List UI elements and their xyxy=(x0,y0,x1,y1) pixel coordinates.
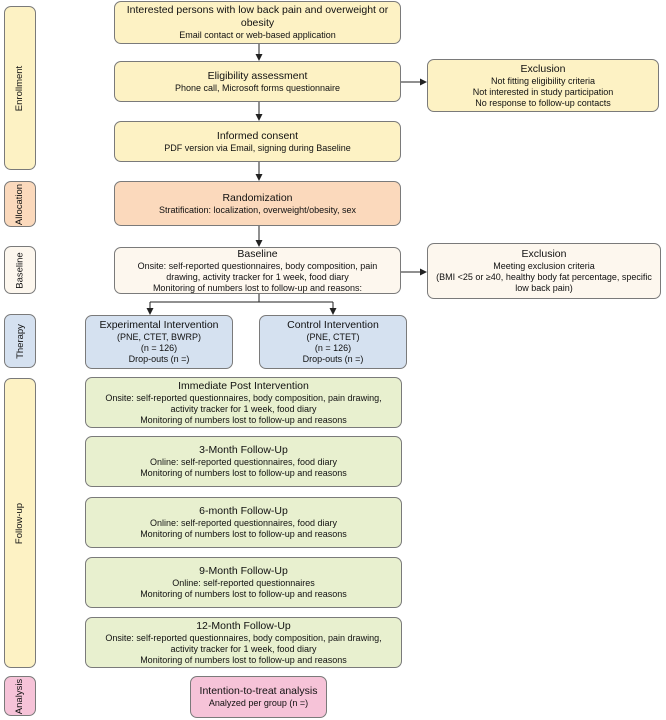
exclusion2-line1: Meeting exclusion criteria xyxy=(493,261,595,271)
control-title: Control Intervention xyxy=(287,319,379,331)
post-title: Immediate Post Intervention xyxy=(178,379,309,392)
experimental-title: Experimental Intervention xyxy=(99,319,219,331)
randomization-line1: Stratification: localization, overweight… xyxy=(159,204,356,215)
post-intervention-box: Immediate Post Intervention Onsite: self… xyxy=(85,377,402,428)
m3-line2: Monitoring of numbers lost to follow-up … xyxy=(140,468,347,478)
analysis-title: Intention-to-treat analysis xyxy=(199,685,318,697)
m12-title: 12-Month Follow-Up xyxy=(196,619,291,632)
exclusion1-box: Exclusion Not fitting eligibility criter… xyxy=(427,59,659,112)
experimental-box: Experimental Intervention (PNE, CTET, BW… xyxy=(85,315,233,369)
m9-line1: Online: self-reported questionnaires xyxy=(172,578,315,588)
m12-line1: Onsite: self-reported questionnaires, bo… xyxy=(105,632,382,654)
control-line2: (n = 126) xyxy=(314,343,352,353)
control-box: Control Intervention (PNE, CTET) (n = 12… xyxy=(259,315,407,369)
m6-title: 6-month Follow-Up xyxy=(199,505,288,517)
randomization-title: Randomization xyxy=(222,191,293,204)
exclusion2-title: Exclusion xyxy=(521,248,567,260)
baseline-box: Baseline Onsite: self-reported questionn… xyxy=(114,247,401,294)
eligibility-line1: Phone call, Microsoft forms questionnair… xyxy=(174,82,341,93)
experimental-line2: (n = 126) xyxy=(140,343,178,353)
stage-analysis: Analysis xyxy=(4,676,36,716)
m9-box: 9-Month Follow-Up Online: self-reported … xyxy=(85,557,402,608)
eligibility-title: Eligibility assessment xyxy=(207,69,308,82)
exclusion1-line3: No response to follow-up contacts xyxy=(475,97,611,108)
consent-title: Informed consent xyxy=(216,129,299,142)
stage-baseline: Baseline xyxy=(4,246,36,294)
stage-allocation: Allocation xyxy=(4,181,36,227)
exclusion1-line1: Not fitting eligibility criteria xyxy=(490,75,596,86)
exclusion1-title: Exclusion xyxy=(520,62,566,75)
m6-line2: Monitoring of numbers lost to follow-up … xyxy=(140,529,347,539)
control-line3: Drop-outs (n =) xyxy=(302,354,364,364)
baseline-line2: Monitoring of numbers lost to follow-up … xyxy=(152,282,363,293)
m3-box: 3-Month Follow-Up Online: self-reported … xyxy=(85,436,402,487)
interested-box: Interested persons with low back pain an… xyxy=(114,1,401,44)
analysis-box: Intention-to-treat analysis Analyzed per… xyxy=(190,676,327,718)
m6-line1: Online: self-reported questionnaires, fo… xyxy=(149,518,338,528)
exclusion2-line2: (BMI <25 or ≥40, healthy body fat percen… xyxy=(436,272,652,293)
consent-line1: PDF version via Email, signing during Ba… xyxy=(164,142,351,153)
m12-box: 12-Month Follow-Up Onsite: self-reported… xyxy=(85,617,402,668)
m9-line2: Monitoring of numbers lost to follow-up … xyxy=(140,589,347,599)
post-line2: Monitoring of numbers lost to follow-up … xyxy=(140,414,347,425)
experimental-line3: Drop-outs (n =) xyxy=(128,354,190,364)
analysis-line1: Analyzed per group (n =) xyxy=(208,698,309,708)
control-line1: (PNE, CTET) xyxy=(306,332,360,342)
interested-line1: Email contact or web-based application xyxy=(179,30,336,40)
baseline-title: Baseline xyxy=(237,247,278,260)
m3-line1: Online: self-reported questionnaires, fo… xyxy=(149,457,338,467)
exclusion2-box: Exclusion Meeting exclusion criteria (BM… xyxy=(427,243,661,299)
exclusion1-line2: Not interested in study participation xyxy=(472,86,614,97)
consent-box: Informed consent PDF version via Email, … xyxy=(114,121,401,162)
eligibility-box: Eligibility assessment Phone call, Micro… xyxy=(114,61,401,102)
m6-box: 6-month Follow-Up Online: self-reported … xyxy=(85,497,402,548)
m12-line2: Monitoring of numbers lost to follow-up … xyxy=(140,654,347,665)
baseline-line1: Onsite: self-reported questionnaires, bo… xyxy=(137,260,378,282)
experimental-line1: (PNE, CTET, BWRP) xyxy=(116,332,201,342)
randomization-box: Randomization Stratification: localizati… xyxy=(114,181,401,226)
stage-followup: Follow-up xyxy=(4,378,36,668)
interested-title: Interested persons with low back pain an… xyxy=(126,4,389,29)
stage-therapy: Therapy xyxy=(4,314,36,368)
m3-title: 3-Month Follow-Up xyxy=(199,444,288,456)
stage-enrollment: Enrollment xyxy=(4,6,36,170)
m9-title: 9-Month Follow-Up xyxy=(199,565,288,577)
post-line1: Onsite: self-reported questionnaires, bo… xyxy=(105,392,382,414)
